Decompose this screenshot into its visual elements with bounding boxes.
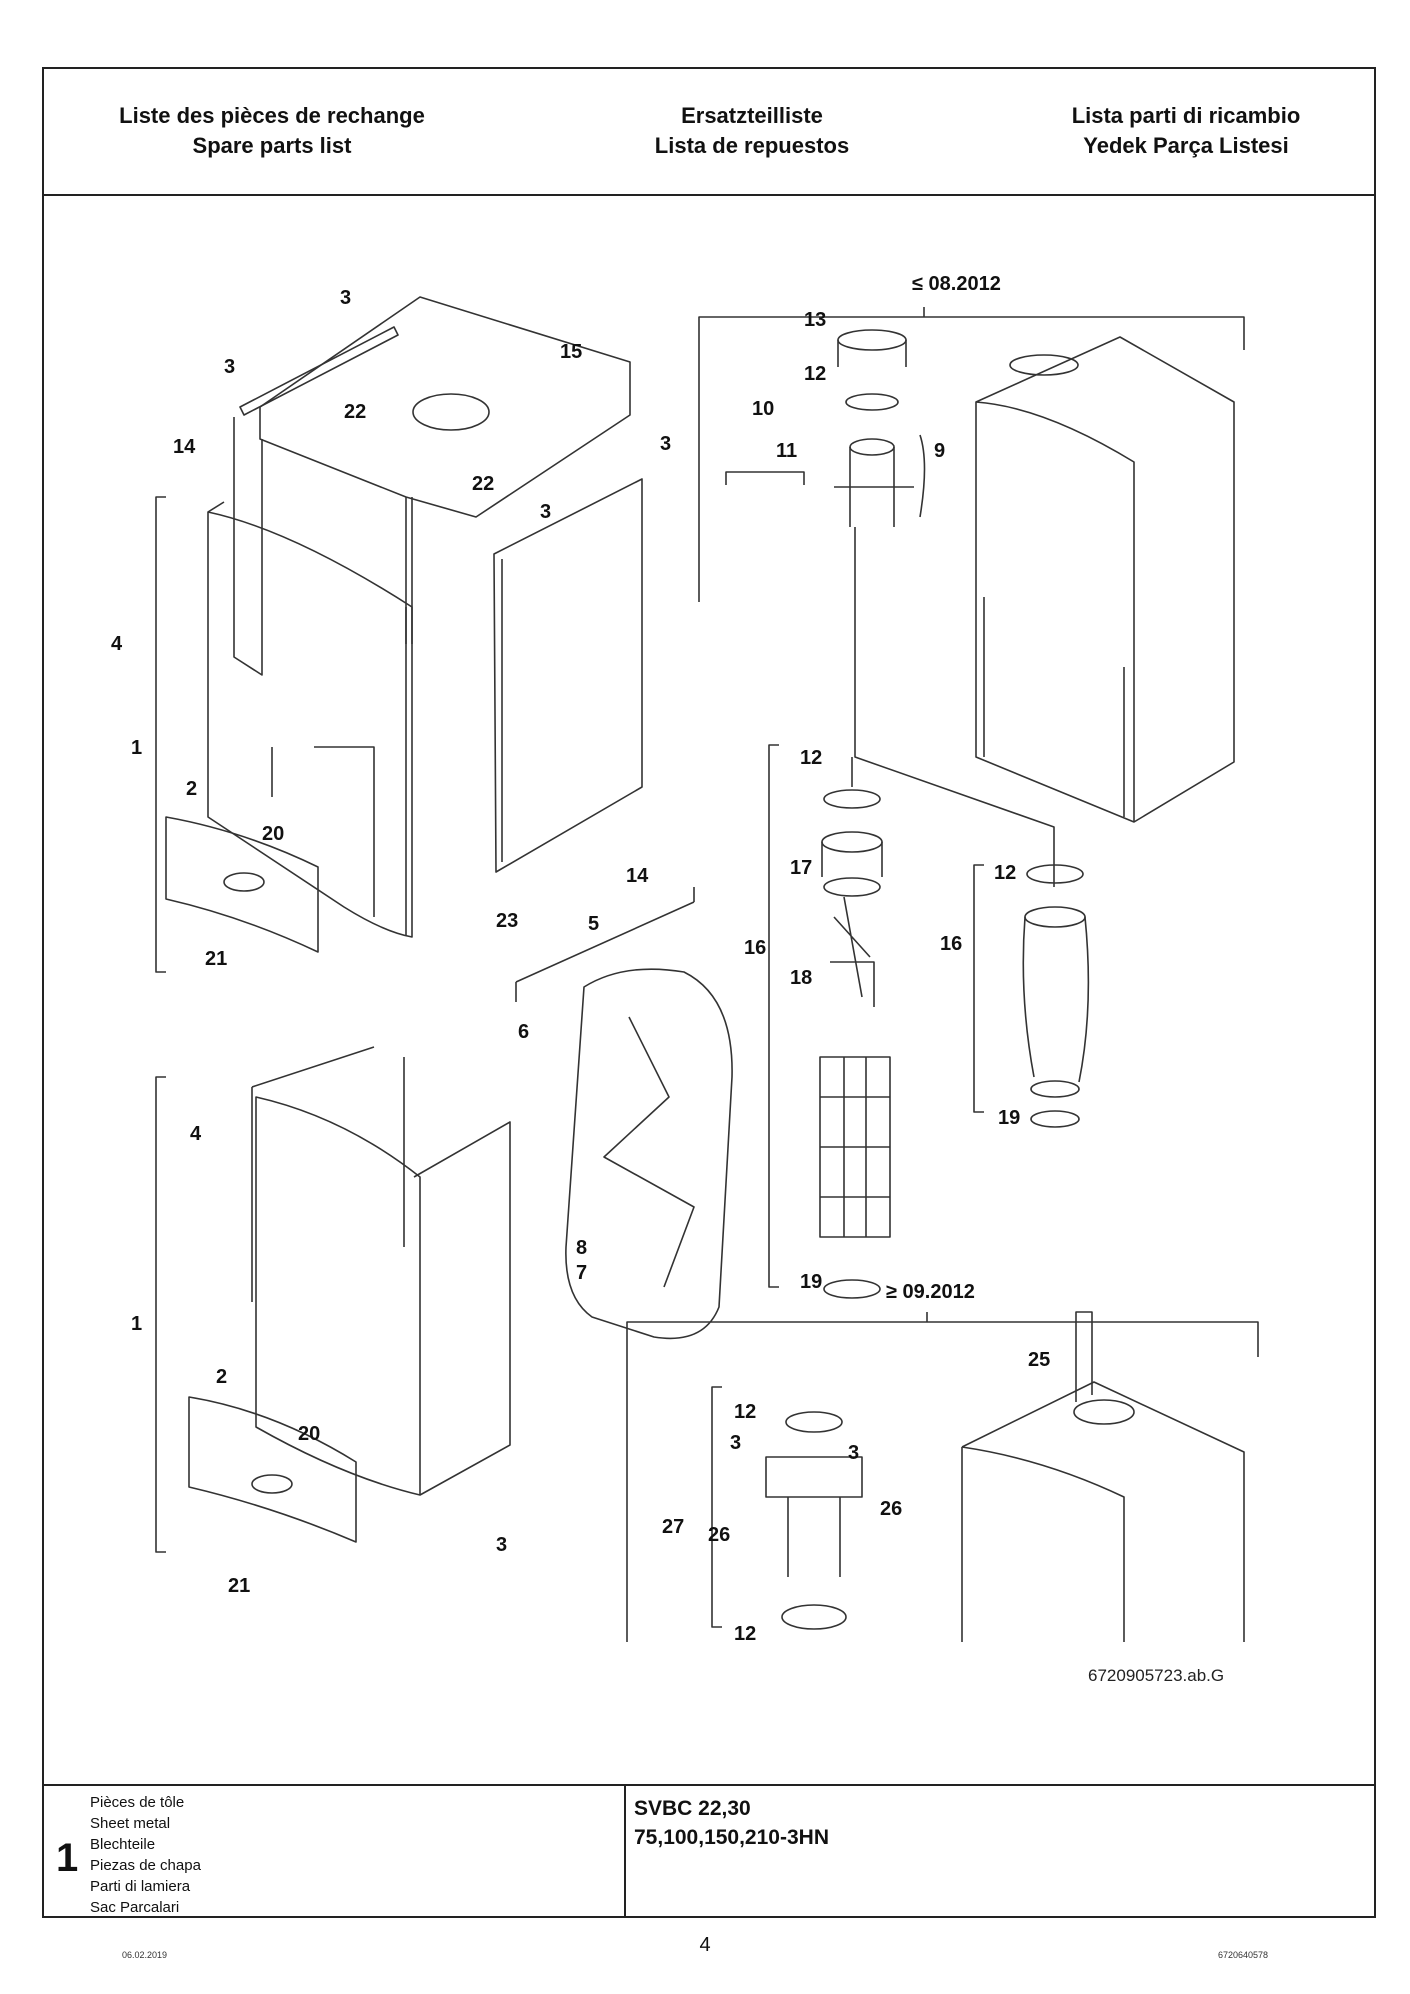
callout-3f: 3 [730,1432,742,1454]
model-info: SVBC 22,30 75,100,150,210-3HN [634,1794,829,1852]
callout-13: 13 [804,309,827,331]
callout-12c: 12 [994,862,1017,884]
drawing-reference: 6720905723.ab.G [1088,1666,1225,1685]
callout-3b: 3 [224,356,236,378]
callout-26a: 26 [880,1498,903,1520]
callout-2a: 2 [186,778,198,800]
title-column-de-es: Ersatzteilliste Lista de repuestos [572,101,932,161]
document-id: 6720640578 [1218,1950,1269,1960]
callout-22b: 22 [472,473,495,495]
callout-27: 27 [662,1516,685,1538]
lower-frame [251,1046,405,1302]
callout-7: 7 [576,1262,588,1284]
section-braces [155,496,166,1553]
callout-1b: 1 [131,1313,143,1335]
trim-panel-upper [165,816,319,953]
footer-box: 1 Pièces de tôle Sheet metal Blechteile … [42,1784,1376,1918]
section-number: 1 [56,1836,79,1880]
callout-3d: 3 [540,501,552,523]
flue-parts-middle [768,744,891,1299]
model-line-1: SVBC 22,30 [634,1797,751,1820]
section-name-fr: Pièces de tôle [90,1794,185,1811]
expansion-vessel [515,887,733,1340]
title-it: Lista parti di ricambio [1071,103,1301,128]
callout-19a: 19 [998,1107,1021,1129]
boiler-top-new [961,1311,1245,1642]
callout-21a: 21 [205,948,228,970]
callout-4a: 4 [111,633,123,655]
date-before-label: ≤ 08.2012 [912,273,1001,295]
exploded-parts-drawing: ≤ 08.2012 ≥ 09.2012 6720905723.ab.G 3 3 … [44,197,1374,1784]
section-name-tr: Sac Parcalari [90,1899,180,1916]
callout-3e: 3 [496,1534,508,1556]
connection-lines [851,527,1055,887]
callout-20a: 20 [262,823,285,845]
footer-divider [624,1786,626,1918]
trim-panel-lower [188,1396,357,1543]
callout-9: 9 [934,440,946,462]
callout-12a: 12 [804,363,827,385]
callout-10: 10 [752,398,775,420]
callout-3a: 3 [340,287,352,309]
callout-21b: 21 [228,1575,251,1597]
flue-elbow-right [973,864,1090,1128]
callout-3g: 3 [848,1442,860,1464]
callout-12d: 12 [734,1401,757,1423]
bracket-after-2012 [626,1312,1259,1642]
callout-1a: 1 [131,737,143,759]
title-column-it-tr: Lista parti di ricambio Yedek Parça List… [1006,101,1366,161]
title-column-fr-en: Liste des pièces de rechange Spare parts… [92,101,452,161]
callout-14b: 14 [626,865,649,887]
title-de: Ersatzteilliste [681,103,823,128]
bracket-before-2012 [698,307,1245,602]
callout-5: 5 [588,913,600,935]
callout-12b: 12 [800,747,823,769]
callout-16b: 16 [940,933,963,955]
callout-12e: 12 [734,1623,757,1645]
callout-8: 8 [576,1237,588,1259]
section-name-en: Sheet metal [90,1815,171,1832]
flue-adapter-new [711,1386,863,1630]
callout-20b: 20 [298,1423,321,1445]
callout-23: 23 [496,910,519,932]
boiler-casing [975,336,1235,823]
flue-adapter-old [725,329,926,527]
section-name-it: Parti di lamiera [90,1878,191,1895]
front-panel-lower [255,1096,511,1496]
callout-4b: 4 [190,1123,202,1145]
model-line-2: 75,100,150,210-3HN [634,1826,829,1849]
callout-17: 17 [790,857,813,879]
callout-26b: 26 [708,1524,731,1546]
title-en: Spare parts list [192,133,352,158]
title-tr: Yedek Parça Listesi [1083,133,1289,158]
exploded-view-svg [155,296,1259,1642]
print-date: 06.02.2019 [122,1950,168,1960]
title-es: Lista de repuestos [654,133,850,158]
callout-14a: 14 [173,436,196,458]
callout-16a: 16 [744,937,767,959]
section-name-de: Blechteile [90,1836,156,1853]
callout-11: 11 [776,440,798,462]
page-number: 4 [699,1934,711,1956]
callout-19b: 19 [800,1271,823,1293]
title-fr: Liste des pièces de rechange [119,103,425,128]
title-header: Liste des pièces de rechange Spare parts… [42,67,1376,196]
page-frame [42,67,1376,1918]
callout-25: 25 [1028,1349,1051,1371]
date-after-label: ≥ 09.2012 [886,1281,975,1303]
section-name-es: Piezas de chapa [90,1857,201,1874]
front-panel-upper [207,501,413,938]
callout-22a: 22 [344,401,367,423]
callout-3c: 3 [660,433,672,455]
right-side-panel [493,478,643,873]
callout-15: 15 [560,341,583,363]
callout-18: 18 [790,967,813,989]
callout-2b: 2 [216,1366,228,1388]
callout-6: 6 [518,1021,530,1043]
left-side-panel [233,326,399,676]
section-names: Pièces de tôle Sheet metal Blechteile Pi… [90,1792,201,1918]
